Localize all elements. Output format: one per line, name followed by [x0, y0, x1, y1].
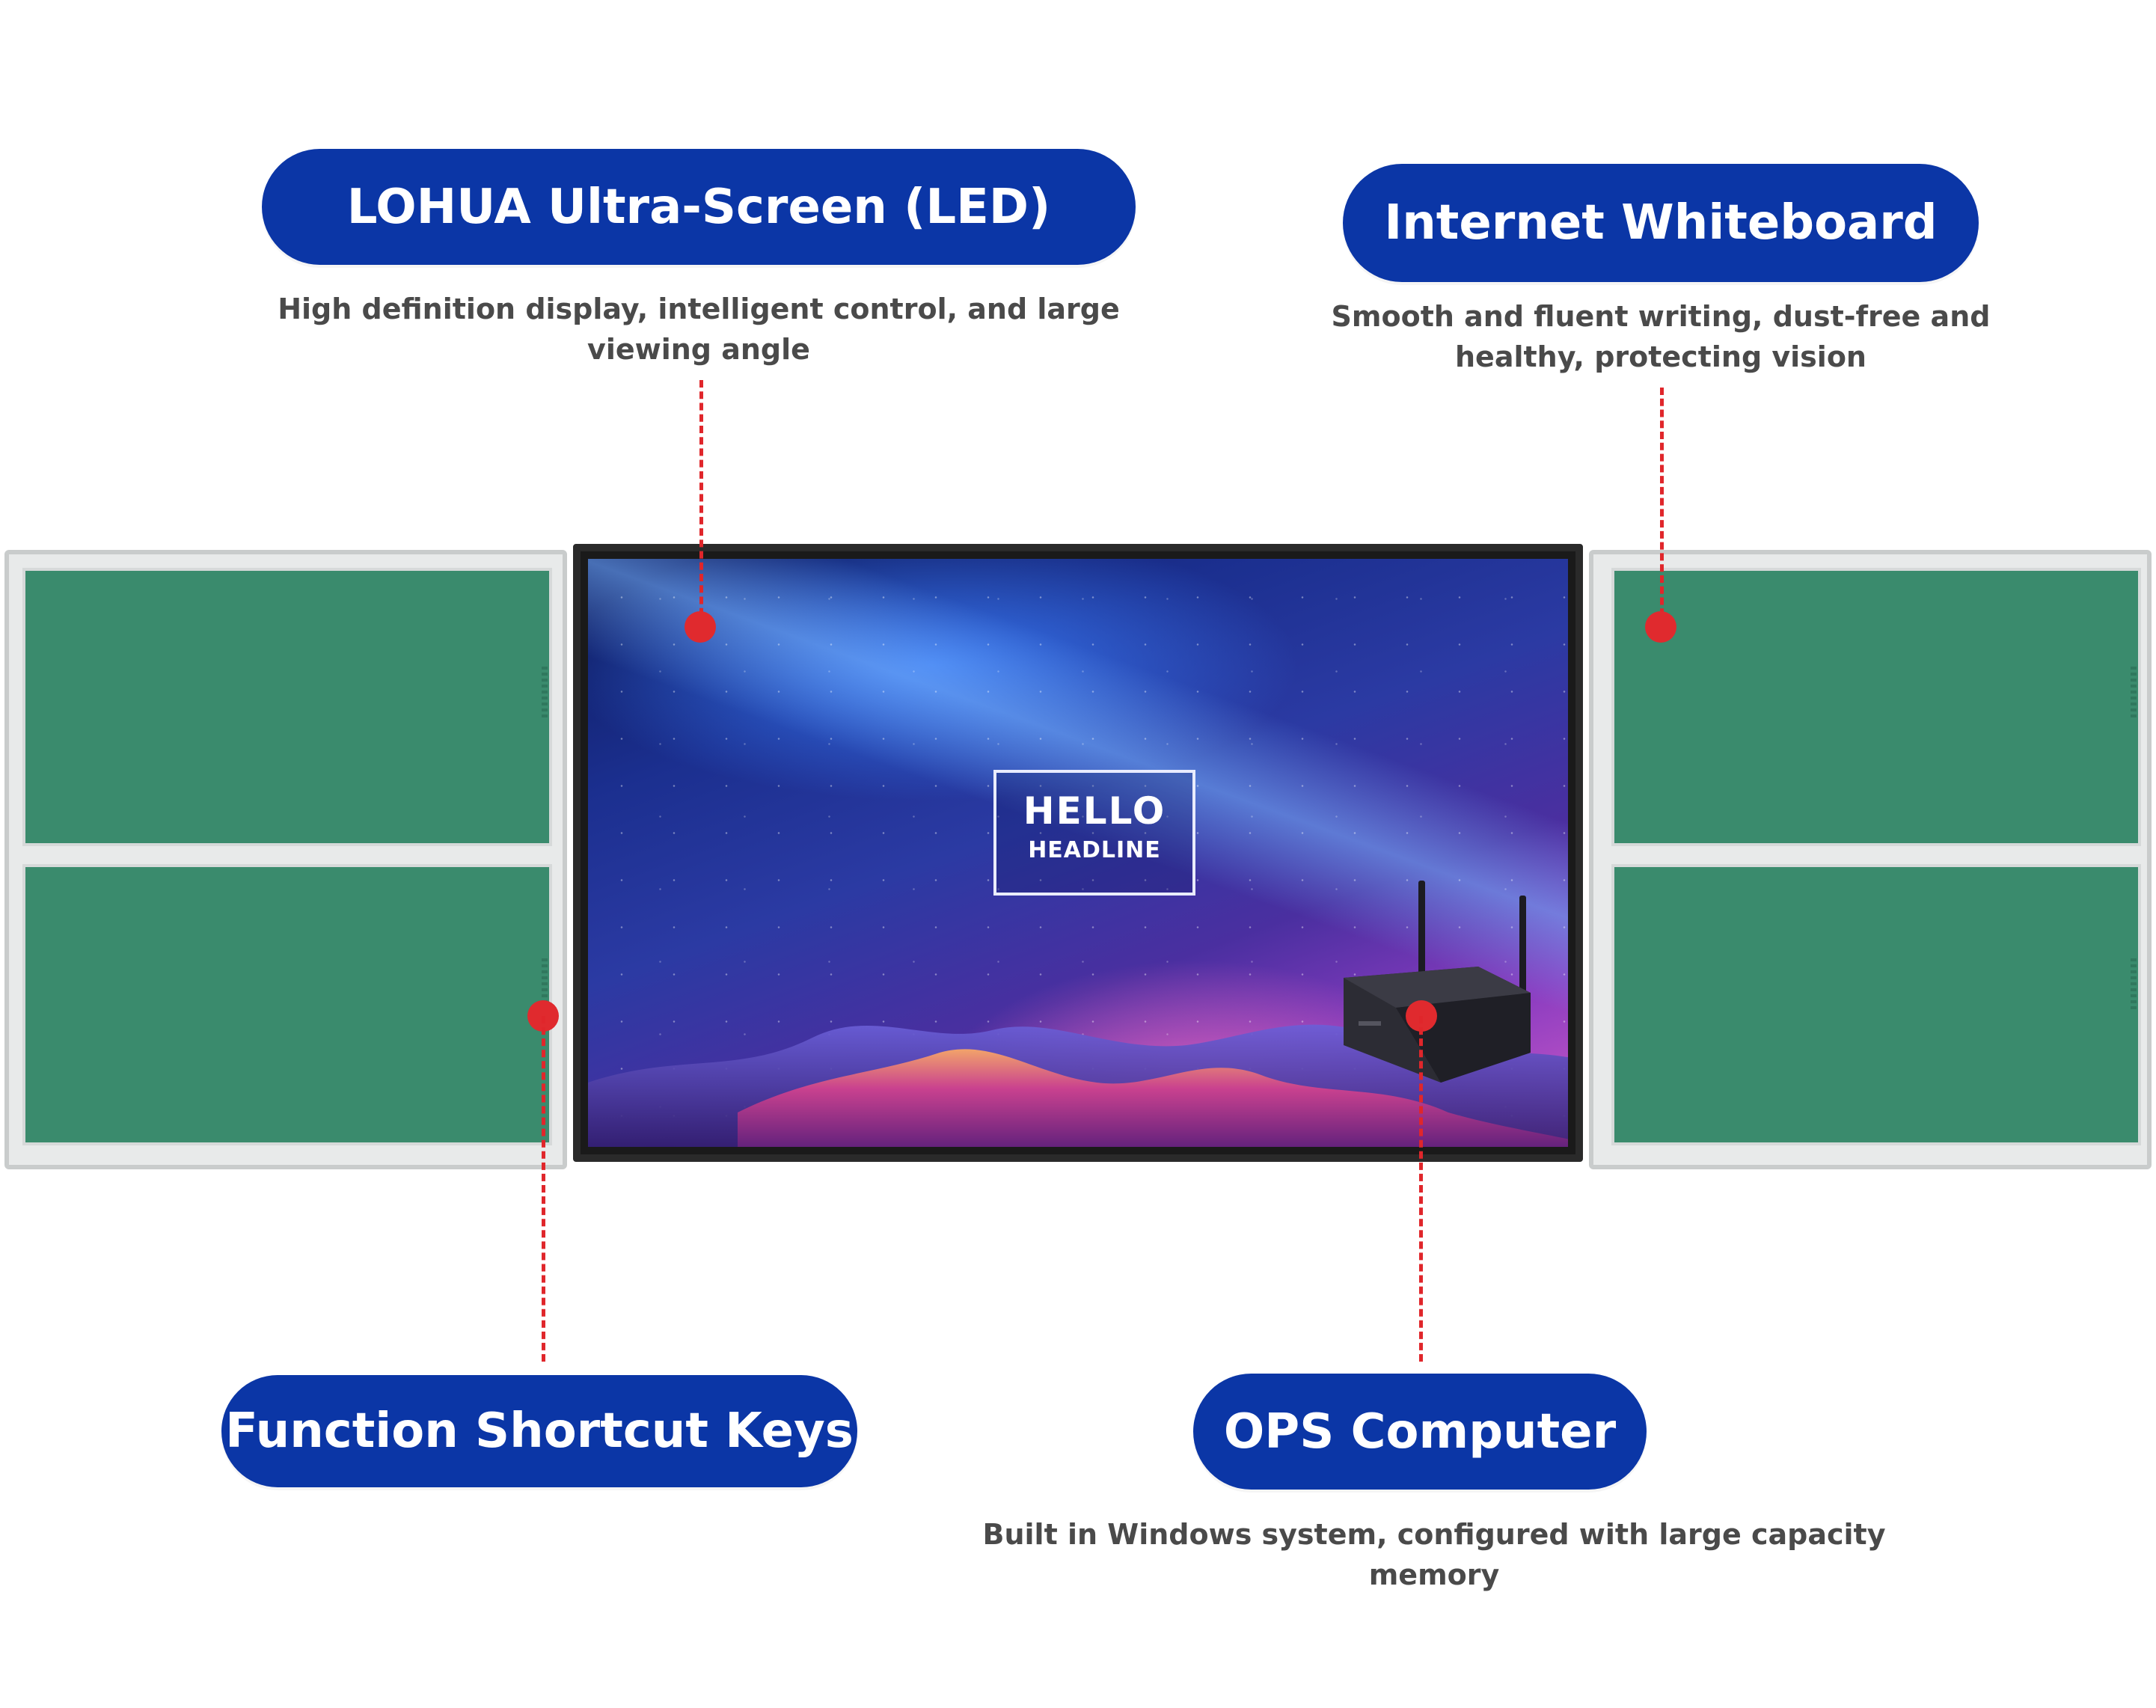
whiteboard-description-line1: Smooth and fluent writing, dust-free and — [1331, 300, 1991, 333]
whiteboard-pointer-dot — [1645, 611, 1676, 643]
led-screen-description-line2: viewing angle — [587, 333, 810, 366]
right-shortcut-key-strip-lower — [2131, 958, 2137, 1011]
hello-text: HELLO — [1023, 789, 1166, 833]
ops-computer-description-text: Built in Windows system, configured with… — [982, 1518, 1886, 1591]
right-shortcut-key-strip-upper — [2131, 667, 2137, 719]
whiteboard-title: Internet Whiteboard — [1343, 164, 1979, 282]
left-chalkboard-lower-panel — [22, 864, 552, 1145]
led-screen-display: HELLO HEADLINE — [588, 559, 1568, 1147]
led-screen-title: LOHUA Ultra-Screen (LED) — [262, 149, 1136, 265]
whiteboard-description-line2: healthy, protecting vision — [1455, 340, 1866, 373]
right-chalkboard-upper-panel — [1611, 568, 2141, 846]
right-chalkboard — [1589, 550, 2152, 1169]
mountain-silhouette — [588, 1024, 1568, 1147]
left-shortcut-key-strip-upper — [542, 667, 548, 719]
left-shortcut-key-strip-lower — [542, 958, 548, 1011]
ops-computer-device — [1344, 881, 1531, 1083]
led-screen-pointer-line — [699, 380, 703, 627]
led-screen-description: High definition display, intelligent con… — [262, 289, 1136, 370]
hello-headline-logo: HELLO HEADLINE — [993, 770, 1195, 896]
led-screen-description-line1: High definition display, intelligent con… — [278, 293, 1120, 325]
shortcut-keys-title: Function Shortcut Keys — [221, 1375, 857, 1487]
whiteboard-pointer-line — [1660, 388, 1664, 627]
ops-computer-description: Built in Windows system, configured with… — [935, 1514, 1933, 1595]
led-screen: HELLO HEADLINE — [573, 544, 1583, 1162]
shortcut-keys-title-text: Function Shortcut Keys — [225, 1404, 854, 1459]
left-chalkboard-upper-panel — [22, 568, 552, 846]
ops-computer-pointer-line — [1419, 1016, 1423, 1362]
ops-computer-title: OPS Computer — [1193, 1374, 1647, 1490]
left-chalkboard — [4, 550, 567, 1169]
led-screen-pointer-dot — [685, 611, 716, 643]
right-chalkboard-lower-panel — [1611, 864, 2141, 1145]
led-screen-title-text: LOHUA Ultra-Screen (LED) — [346, 179, 1051, 235]
whiteboard-title-text: Internet Whiteboard — [1384, 195, 1938, 251]
shortcut-keys-pointer-line — [542, 1016, 545, 1362]
whiteboard-description: Smooth and fluent writing, dust-free and… — [1317, 296, 2005, 377]
headline-text: HEADLINE — [1028, 837, 1161, 863]
ops-computer-title-text: OPS Computer — [1223, 1404, 1617, 1460]
